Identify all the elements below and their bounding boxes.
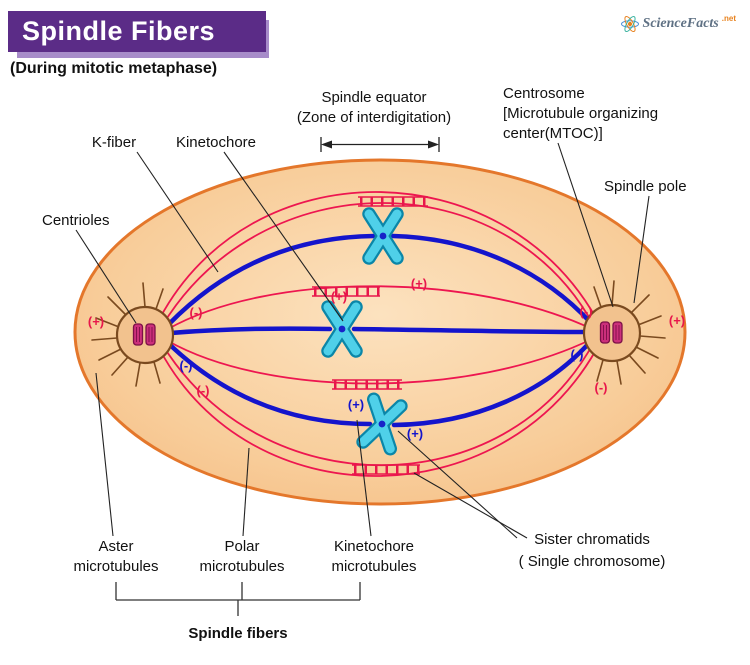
leader-centrosome xyxy=(557,142,614,308)
leader-k-fiber xyxy=(136,151,219,273)
aster-rays-left xyxy=(91,282,164,387)
interdigitation-zone-lower-mid xyxy=(332,379,402,390)
spindle-equator-arrow xyxy=(320,137,440,152)
label-spindle-fibers: Spindle fibers xyxy=(188,625,287,642)
polarity-sign-plus: (+) xyxy=(669,313,685,328)
polarity-sign-minus: (-) xyxy=(580,304,593,319)
brand-name: ScienceFacts xyxy=(642,16,719,31)
kinetochore-dot xyxy=(379,232,387,240)
chromosome-middle xyxy=(321,300,363,358)
leader-lines xyxy=(75,142,650,539)
page-subtitle: (During mitotic metaphase) xyxy=(10,60,218,77)
polarity-sign-plus: (+) xyxy=(88,314,104,329)
label-centrosome-line1: Centrosome xyxy=(503,85,585,102)
polarity-sign-minus: (-) xyxy=(571,347,584,362)
polarity-sign-minus: (-) xyxy=(180,358,193,373)
polarity-sign-plus: (+) xyxy=(331,289,347,304)
label-k-fiber: K-fiber xyxy=(92,134,136,151)
label-aster-line2: microtubules xyxy=(73,558,158,575)
label-sister-chromatids-line1: Sister chromatids xyxy=(534,531,650,548)
polarity-sign-minus: (-) xyxy=(197,383,210,398)
label-spindle-equator-line1: Spindle equator xyxy=(321,89,426,106)
leader-centrioles xyxy=(75,229,137,324)
label-sister-chromatids-line2: ( Single chromosome) xyxy=(519,553,666,570)
leader-kinetochore xyxy=(223,151,344,322)
label-polar-line2: microtubules xyxy=(199,558,284,575)
cell-membrane xyxy=(73,158,687,506)
leader-sister-1 xyxy=(397,430,518,539)
page-title: Spindle Fibers xyxy=(22,16,216,46)
kinetochore-microtubules xyxy=(166,233,594,428)
centrosome-left xyxy=(91,282,175,387)
polarity-sign-minus: (-) xyxy=(595,380,608,395)
label-kinetochore-mt-line2: microtubules xyxy=(331,558,416,575)
leader-polar xyxy=(242,447,250,537)
brand-tld: .net xyxy=(721,14,736,23)
label-aster-line1: Aster xyxy=(98,538,133,555)
label-spindle-equator-line2: (Zone of interdigitation) xyxy=(297,109,451,126)
aster-rays-right xyxy=(593,280,666,385)
label-kinetochore-mt-line1: Kinetochore xyxy=(334,538,414,555)
label-spindle-pole: Spindle pole xyxy=(604,178,687,195)
title-banner: Spindle Fibers xyxy=(8,11,266,52)
chromosome-top xyxy=(362,207,404,265)
label-kinetochore: Kinetochore xyxy=(176,134,256,151)
centrioles-right xyxy=(599,321,623,344)
leader-aster xyxy=(95,372,114,537)
kinetochore-dot xyxy=(338,325,346,333)
atom-icon xyxy=(620,15,639,33)
leader-sister-2 xyxy=(413,472,528,539)
leader-kinetochore-mt xyxy=(356,419,372,537)
polarity-sign-plus: (+) xyxy=(348,397,364,412)
centrosome-right xyxy=(582,280,666,385)
polarity-sign-plus: (+) xyxy=(411,276,427,291)
interdigitation-zone-upper-mid xyxy=(312,286,380,297)
label-polar-line1: Polar xyxy=(224,538,259,555)
label-centrosome-line3: center(MTOC)] xyxy=(503,125,603,142)
label-centrosome-line2: [Microtubule organizing xyxy=(503,105,658,122)
polarity-signs: (+) (-) (-) (-) (-) (-) (-) (+) (+) (+) … xyxy=(88,276,685,441)
polarity-sign-minus: (-) xyxy=(190,305,203,320)
diagram-labels: K-fiber Kinetochore Spindle equator (Zon… xyxy=(42,85,687,642)
leader-spindle-pole xyxy=(633,195,650,304)
label-centrioles: Centrioles xyxy=(42,212,110,229)
interdigitation-zone-top xyxy=(358,196,428,207)
centrioles-left xyxy=(132,323,156,346)
spindle-fibers-bracket xyxy=(115,582,361,616)
chromosome-bottom xyxy=(356,392,408,456)
kinetochore-dot xyxy=(378,420,386,428)
brand-logo: ScienceFacts .net xyxy=(620,14,736,34)
polarity-sign-plus: (+) xyxy=(407,426,423,441)
